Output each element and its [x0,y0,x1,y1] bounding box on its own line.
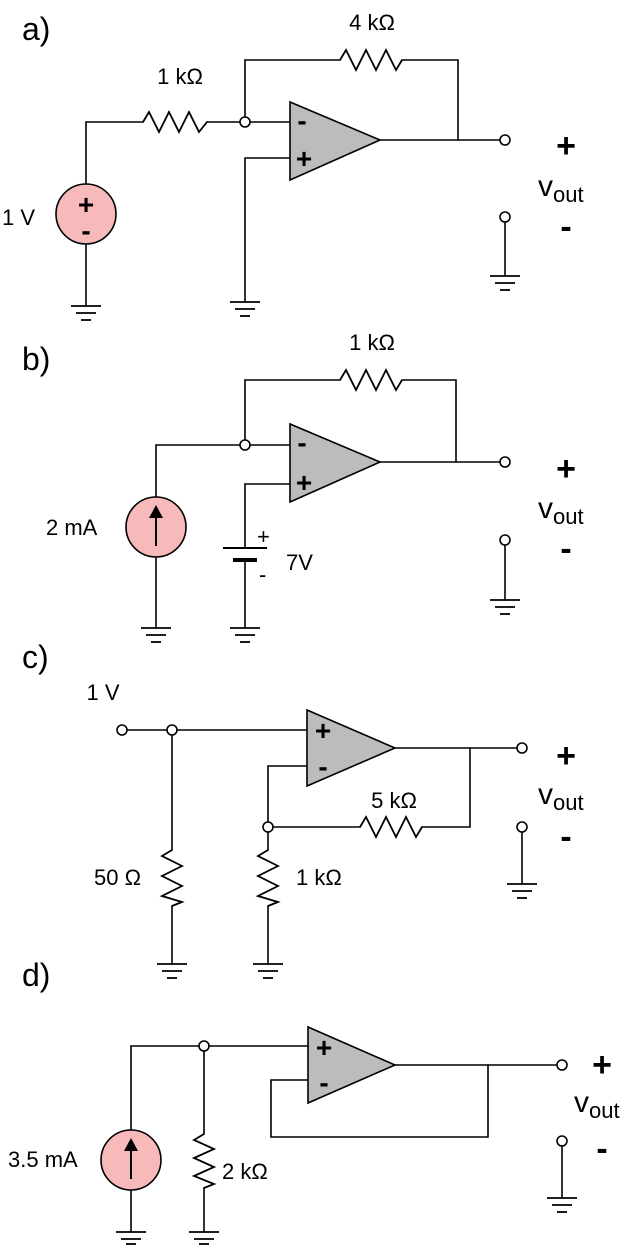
circuit-b: b) - + [22,330,584,643]
opamp-c-plus-sign: + [315,715,331,746]
label-c-input: 1 V [86,680,119,705]
wire-c-inv-to-node [267,765,308,823]
label-d-r-shunt: 2 kΩ [222,1159,268,1184]
section-label-a: a) [22,11,50,47]
terminal-c-input [116,724,128,736]
wire-d-source-to-node [130,1045,200,1131]
label-a-r-feedback: 4 kΩ [349,10,395,35]
section-label-c: c) [22,639,49,675]
circuit-c: c) + - [22,639,584,979]
label-b-battery-minus: - [259,562,266,587]
ground-a-source [71,305,101,321]
opamp-a [289,100,383,182]
opamp-c [306,708,398,788]
voltage-source-a [55,183,117,245]
wire-b-feedback-left [244,379,341,441]
ground-b-output [490,599,520,615]
terminal-d-out-plus [556,1059,568,1071]
opamp-d-minus-sign: - [319,1067,328,1098]
circuit-d: d) + - [8,957,620,1245]
opamp-b [289,422,383,504]
label-b-out-plus: + [556,450,576,488]
label-c-out-plus: + [556,737,576,775]
node-c-input [166,724,178,736]
label-a-out-plus: + [556,127,576,165]
label-d-out-minus: - [596,1130,607,1168]
label-a-source: 1 V [2,205,35,230]
label-b-vout: vout [538,492,584,529]
terminal-b-out-minus [499,534,511,546]
ground-c-shunt [157,963,187,979]
label-a-out-minus: - [560,208,571,246]
circuit-a: a) - + + - [2,10,584,321]
wire-a-feedback-left [244,59,341,118]
label-b-out-minus: - [560,530,571,568]
label-d-out-plus: + [592,1046,612,1084]
node-a-inverting [239,116,251,128]
ground-c-r1k [253,963,283,979]
label-c-r-shunt: 50 Ω [94,865,141,890]
node-b-inverting [239,439,251,451]
opamp-b-plus-sign: + [296,467,312,498]
label-c-r-ground: 1 kΩ [296,865,342,890]
label-b-source: 2 mA [46,515,98,540]
terminal-a-out-minus [499,211,511,223]
label-c-vout: vout [538,778,584,815]
section-label-d: d) [22,957,50,993]
resistor-a-feedback [339,47,403,73]
resistor-d-shunt [191,1133,217,1189]
ground-a-output [490,275,520,291]
ground-d-source [116,1231,146,1245]
label-a-r-input: 1 kΩ [157,64,203,89]
resistor-c-shunt [159,849,185,907]
opamp-a-plus-sign: + [296,143,312,174]
label-a-vout: vout [538,170,584,207]
ground-d-output [547,1197,577,1213]
voltage-source-a-minus: - [81,215,90,246]
opamp-d [307,1025,397,1105]
wire-a-feedback-right [401,59,459,141]
opamp-a-minus-sign: - [297,105,306,136]
wire-b-feedback-right [401,379,457,463]
resistor-c-ground [255,849,281,907]
label-c-out-minus: - [560,818,571,856]
wire-a-noninv-to-ground [244,157,291,303]
resistor-c-feedback [359,814,423,840]
ground-b-source [141,627,171,643]
terminal-d-out-minus [556,1135,568,1147]
terminal-c-out-plus [516,742,528,754]
label-d-source: 3.5 mA [8,1147,78,1172]
ground-a-noninv [230,301,260,317]
wire-a-source-to-r1 [85,121,144,185]
resistor-a-input [142,109,208,135]
voltage-source-a-plus: + [78,189,94,220]
node-c-inverting [262,821,274,833]
ground-b-battery [230,627,260,643]
resistor-b-feedback [339,367,403,393]
battery-b [223,547,267,562]
label-c-r-feedback: 5 kΩ [371,788,417,813]
wire-d-follower-feedback [270,1064,489,1138]
terminal-c-out-minus [516,821,528,833]
node-d-input [198,1040,210,1052]
opamp-b-minus-sign: - [297,427,306,458]
wire-b-noninv-to-battery [244,483,291,549]
opamp-c-minus-sign: - [318,751,327,782]
arrow-up-icon [124,1138,138,1179]
label-b-battery-plus: + [257,524,270,549]
arrow-up-icon [149,505,163,546]
label-b-r-feedback: 1 kΩ [349,330,395,355]
label-b-battery: 7V [286,550,313,575]
wire-b-source-to-node [155,444,241,498]
ground-c-output [507,883,537,899]
section-label-b: b) [22,341,50,377]
wire-c-rf-to-output [421,747,471,828]
opamp-d-plus-sign: + [316,1032,332,1063]
ground-d-r2k [189,1231,219,1245]
label-d-vout: vout [574,1086,620,1123]
terminal-a-out-plus [499,134,511,146]
terminal-b-out-plus [499,456,511,468]
